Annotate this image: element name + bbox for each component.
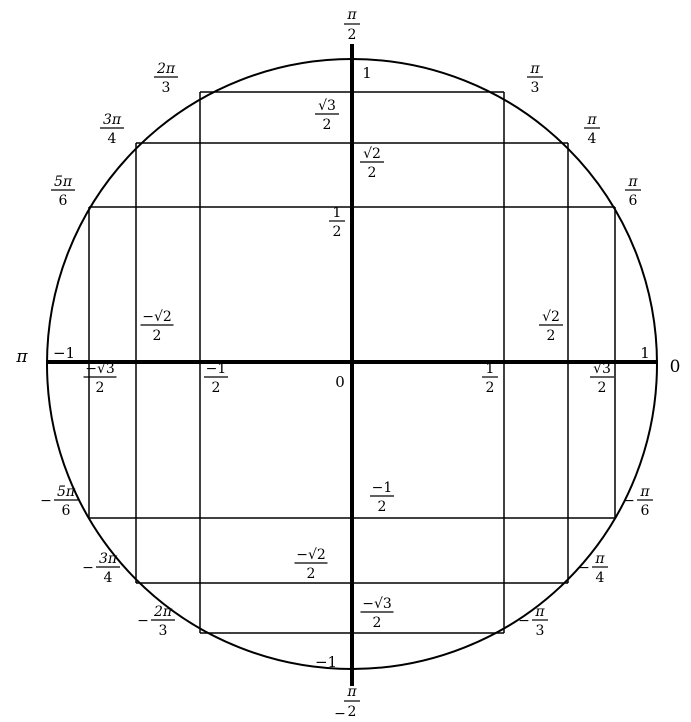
- fraction-den--pi-4: 4: [596, 570, 605, 586]
- fraction-num-y-negs3-2: −√3: [362, 596, 392, 612]
- axis-bottom-den: 2: [348, 704, 357, 720]
- axis-top-num: π: [346, 7, 357, 23]
- axis-right-label: 0: [670, 357, 681, 377]
- fraction-den--pi-3: 3: [536, 623, 545, 639]
- y-pos-one-label: 1: [362, 64, 372, 82]
- fraction-num-pi-4: π: [586, 112, 597, 128]
- axis-bottom-label: − π 2: [334, 684, 360, 722]
- fraction-den-x-sqrt2-2: 2: [547, 328, 556, 344]
- fraction-num-x-1-2: 1: [486, 361, 495, 377]
- fraction-num-y-1-2: 1: [333, 205, 342, 221]
- fraction-den-x-neg1-2: 2: [212, 380, 221, 396]
- axis-bottom-neg: −: [334, 706, 346, 722]
- axis-top-den: 2: [348, 27, 357, 43]
- fraction-den-y-sqrt2-2: 2: [368, 165, 377, 181]
- fraction-den-y-negs3-2: 2: [373, 615, 382, 631]
- fraction-num--pi-3: π: [534, 604, 545, 620]
- fraction-neg--3pi-4: −: [82, 560, 94, 576]
- fraction-num-2pi-3: 2π: [156, 61, 176, 77]
- fraction-den-x-negs3-2: 2: [96, 380, 105, 396]
- fraction-neg--pi-3: −: [518, 613, 530, 629]
- axis-top-label: π 2: [344, 7, 360, 43]
- fraction-num-y-neg1-2: −1: [372, 480, 393, 496]
- fraction-num-y-negs2-2: −√2: [296, 547, 326, 563]
- fraction-den-y-negs2-2: 2: [307, 566, 316, 582]
- fraction-den--2pi-3: 3: [159, 623, 168, 639]
- fraction-den-x-sqrt3-2: 2: [598, 380, 607, 396]
- fraction-den-y-1-2: 2: [333, 224, 342, 240]
- fraction-num-y-sqrt3-2: √3: [318, 98, 336, 114]
- axis-bottom-num: π: [346, 684, 357, 700]
- fraction-num-x-negs3-2: −√3: [85, 361, 115, 377]
- fraction-num-pi-3: π: [529, 61, 540, 77]
- fraction-den-x-negs2-2: 2: [153, 328, 162, 344]
- fraction-num-pi-6: π: [627, 174, 638, 190]
- axis-left-label: π: [15, 347, 28, 367]
- fraction-num--2pi-3: 2π: [153, 604, 173, 620]
- fraction-den-3pi-4: 4: [108, 131, 117, 147]
- fraction-num-x-neg1-2: −1: [206, 361, 227, 377]
- fraction-neg--pi-6: −: [623, 493, 635, 509]
- fraction-den--5pi-6: 6: [62, 503, 71, 519]
- fraction-den-y-neg1-2: 2: [378, 499, 387, 515]
- x-pos-one-label: 1: [640, 344, 650, 362]
- fraction-den--pi-6: 6: [641, 503, 650, 519]
- fraction-den-pi-3: 3: [531, 80, 540, 96]
- fraction-den-pi-4: 4: [588, 131, 597, 147]
- fraction-num--pi-6: π: [639, 484, 650, 500]
- fraction-labels: π3π4π62π33π45π6π6−π4−π3−5π6−3π4−2π3−√32√…: [40, 61, 653, 639]
- fraction-den-2pi-3: 3: [162, 80, 171, 96]
- fraction-neg--2pi-3: −: [137, 613, 149, 629]
- fraction-num-3pi-4: 3π: [103, 112, 122, 128]
- fraction-den-y-sqrt3-2: 2: [323, 117, 332, 133]
- fraction-num-x-sqrt3-2: √3: [593, 361, 611, 377]
- fraction-num--5pi-6: 5π: [57, 484, 76, 500]
- fraction-num-y-sqrt2-2: √2: [363, 146, 381, 162]
- origin-label: 0: [335, 373, 345, 391]
- x-neg-one-label: −1: [53, 344, 75, 362]
- y-neg-one-label: −1: [315, 653, 337, 671]
- fraction-den-pi-6: 6: [629, 193, 638, 209]
- fraction-neg--pi-4: −: [578, 560, 590, 576]
- fraction-num-x-negs2-2: −√2: [142, 309, 172, 325]
- fraction-den-5pi-6: 6: [59, 193, 68, 209]
- fraction-num--3pi-4: 3π: [99, 551, 118, 567]
- fraction-num-x-sqrt2-2: √2: [542, 309, 560, 325]
- fraction-den--3pi-4: 4: [104, 570, 113, 586]
- fraction-num-5pi-6: 5π: [54, 174, 73, 190]
- fraction-neg--5pi-6: −: [40, 493, 52, 509]
- fraction-den-x-1-2: 2: [486, 380, 495, 396]
- fraction-num--pi-4: π: [594, 551, 605, 567]
